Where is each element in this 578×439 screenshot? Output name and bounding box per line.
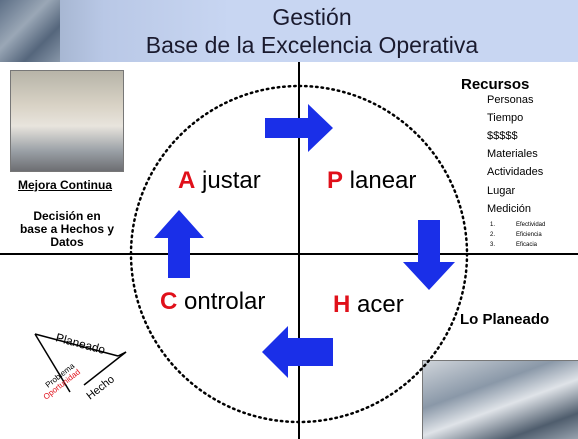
- hecho-line: [34, 333, 71, 393]
- resource-sub-number: 1.: [490, 222, 496, 228]
- planear-rest: lanear: [343, 167, 417, 194]
- recursos-title: Recursos: [461, 76, 530, 93]
- planeado-label: Planeado: [54, 330, 107, 357]
- hacer-letter: H: [333, 291, 351, 318]
- arrow-down-icon: [403, 220, 455, 290]
- header-decorative-image: [0, 0, 60, 62]
- resource-item: Medición: [487, 203, 532, 215]
- ajustar-letter: A: [178, 167, 196, 194]
- resource-item: Materiales: [487, 148, 538, 160]
- quadrant-planear: P lanear: [327, 167, 416, 195]
- hacer-rest: acer: [350, 291, 404, 318]
- resource-sub-number: 3.: [490, 242, 496, 248]
- arrow-left-icon: [262, 326, 333, 378]
- title-line-2: Base de la Excelencia Operativa: [145, 32, 479, 58]
- decision-line-2: base a Hechos y: [19, 222, 115, 236]
- resource-item: Personas: [487, 94, 534, 106]
- machinery-photo: [422, 360, 578, 439]
- resource-sub-number: 2.: [490, 232, 496, 238]
- cycle-circle: [129, 84, 469, 424]
- hecho-label: Hecho: [84, 373, 116, 402]
- arrow-up-icon: [154, 210, 204, 278]
- resource-item: Lugar: [487, 185, 516, 197]
- decision-line-3: Datos: [50, 235, 84, 249]
- controlar-letter: C: [160, 288, 178, 315]
- resource-sub-label: Eficiencia: [516, 232, 542, 238]
- resource-sub-label: Efectividad: [516, 222, 546, 228]
- resource-item: $$$$$: [487, 130, 518, 142]
- quadrant-hacer: H acer: [333, 291, 404, 319]
- planeado-line: [34, 333, 119, 357]
- resource-item: Tiempo: [487, 112, 524, 124]
- gap-connector: [117, 351, 127, 357]
- mejora-continua-label: Mejora Continua: [18, 178, 113, 192]
- arrow-right-icon: [265, 104, 333, 152]
- resource-item: Actividades: [487, 166, 544, 178]
- planear-letter: P: [327, 167, 344, 194]
- header-banner: Gestión Base de la Excelencia Operativa: [0, 0, 578, 62]
- controlar-rest: ontrolar: [177, 288, 266, 315]
- resource-sub-label: Eficacia: [516, 242, 538, 248]
- title-line-1: Gestión: [272, 4, 352, 30]
- ajustar-rest: justar: [195, 167, 261, 194]
- decision-line-1: Decisión en: [33, 209, 101, 223]
- quadrant-controlar: C ontrolar: [160, 288, 265, 316]
- lo-planeado-label: Lo Planeado: [460, 311, 550, 328]
- workers-photo: [10, 70, 124, 172]
- decision-text: Decisión en base a Hechos y Datos: [6, 210, 128, 249]
- quadrant-ajustar: A justar: [178, 167, 261, 195]
- gap-line: [83, 351, 127, 386]
